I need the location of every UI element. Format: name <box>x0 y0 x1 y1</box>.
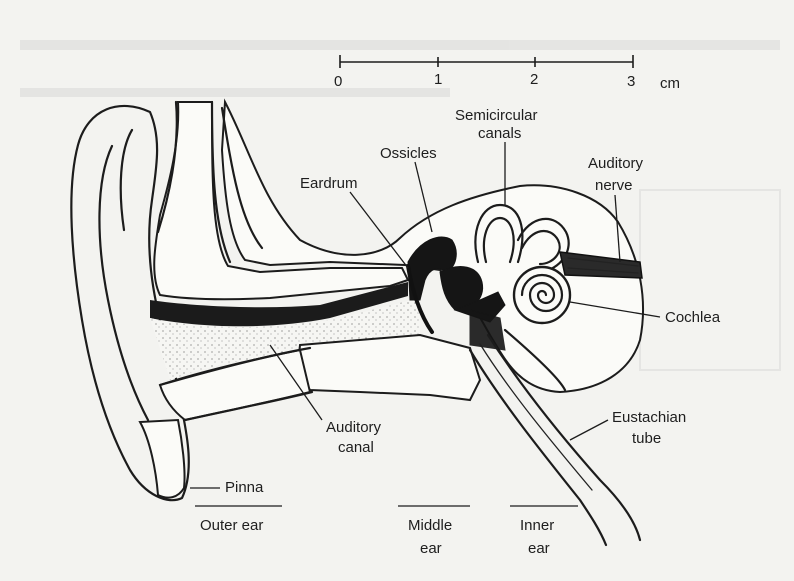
cochlea <box>514 267 570 323</box>
label-auditory-canal-1: Auditory <box>326 419 382 436</box>
region-outer-ear: Outer ear <box>200 517 263 534</box>
label-ossicles: Ossicles <box>380 145 437 162</box>
label-auditory-nerve-1: Auditory <box>588 155 644 172</box>
label-eustachian-1: Eustachian <box>612 409 686 426</box>
region-inner-ear-2: ear <box>528 540 550 557</box>
label-auditory-nerve-2: nerve <box>595 177 633 194</box>
region-middle-ear-1: Middle <box>408 517 452 534</box>
scale-tick-0: 0 <box>334 73 342 90</box>
label-pinna: Pinna <box>225 479 264 496</box>
region-brackets: Outer ear Middle ear Inner ear <box>195 506 578 557</box>
label-semicircular: Semicircular <box>455 107 538 124</box>
scale-tick-2: 2 <box>530 71 538 88</box>
region-middle-ear-2: ear <box>420 540 442 557</box>
label-cochlea: Cochlea <box>665 309 721 326</box>
label-eardrum: Eardrum <box>300 175 358 192</box>
label-auditory-canal-2: canal <box>338 439 374 456</box>
scale-unit-label: cm <box>660 75 680 92</box>
upper-canal-wall <box>154 102 408 299</box>
label-canals: canals <box>478 125 521 142</box>
scale-tick-3: 3 <box>627 73 635 90</box>
scale-bar: 0 1 2 3 cm <box>334 55 680 92</box>
scale-tick-1: 1 <box>434 71 442 88</box>
label-eustachian-2: tube <box>632 430 661 447</box>
region-inner-ear-1: Inner <box>520 517 554 534</box>
